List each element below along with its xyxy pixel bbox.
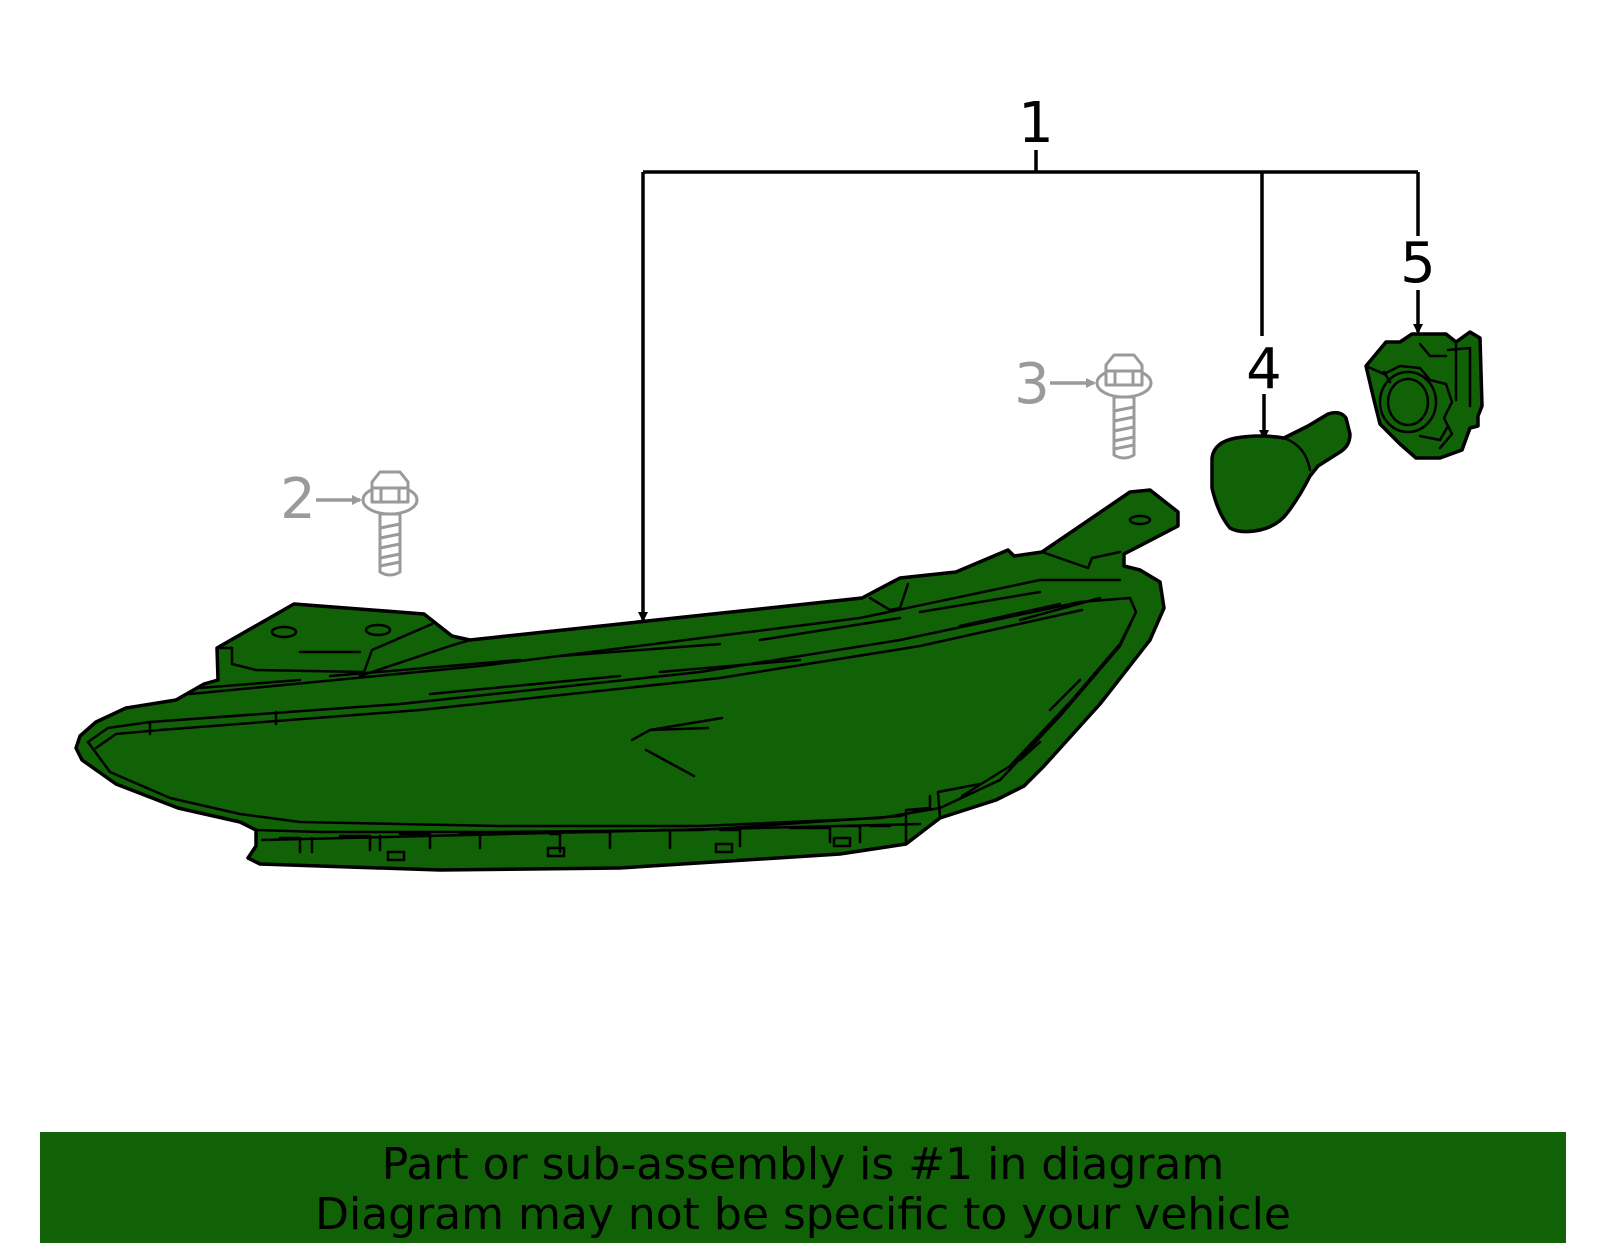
callout-3-label: 3: [1014, 352, 1050, 417]
notice-line-1: Part or sub-assembly is #1 in diagram: [381, 1139, 1225, 1190]
callout-5-label: 5: [1400, 231, 1436, 296]
callout-1-leader: [638, 150, 1420, 622]
callout-1-label: 1: [1018, 91, 1054, 156]
bolt-2-drawing: [361, 470, 419, 577]
lamp-housing-drawing: [74, 488, 1180, 872]
callout-2-label: 2: [280, 467, 316, 532]
bolt-3-drawing: [1095, 353, 1153, 460]
notice-line-2: Diagram may not be specific to your vehi…: [315, 1189, 1291, 1240]
notice-banner: Part or sub-assembly is #1 in diagram Di…: [40, 1132, 1566, 1243]
callout-4-label: 4: [1246, 337, 1282, 402]
socket-drawing: [1364, 330, 1484, 460]
bulb-drawing: [1210, 410, 1352, 534]
